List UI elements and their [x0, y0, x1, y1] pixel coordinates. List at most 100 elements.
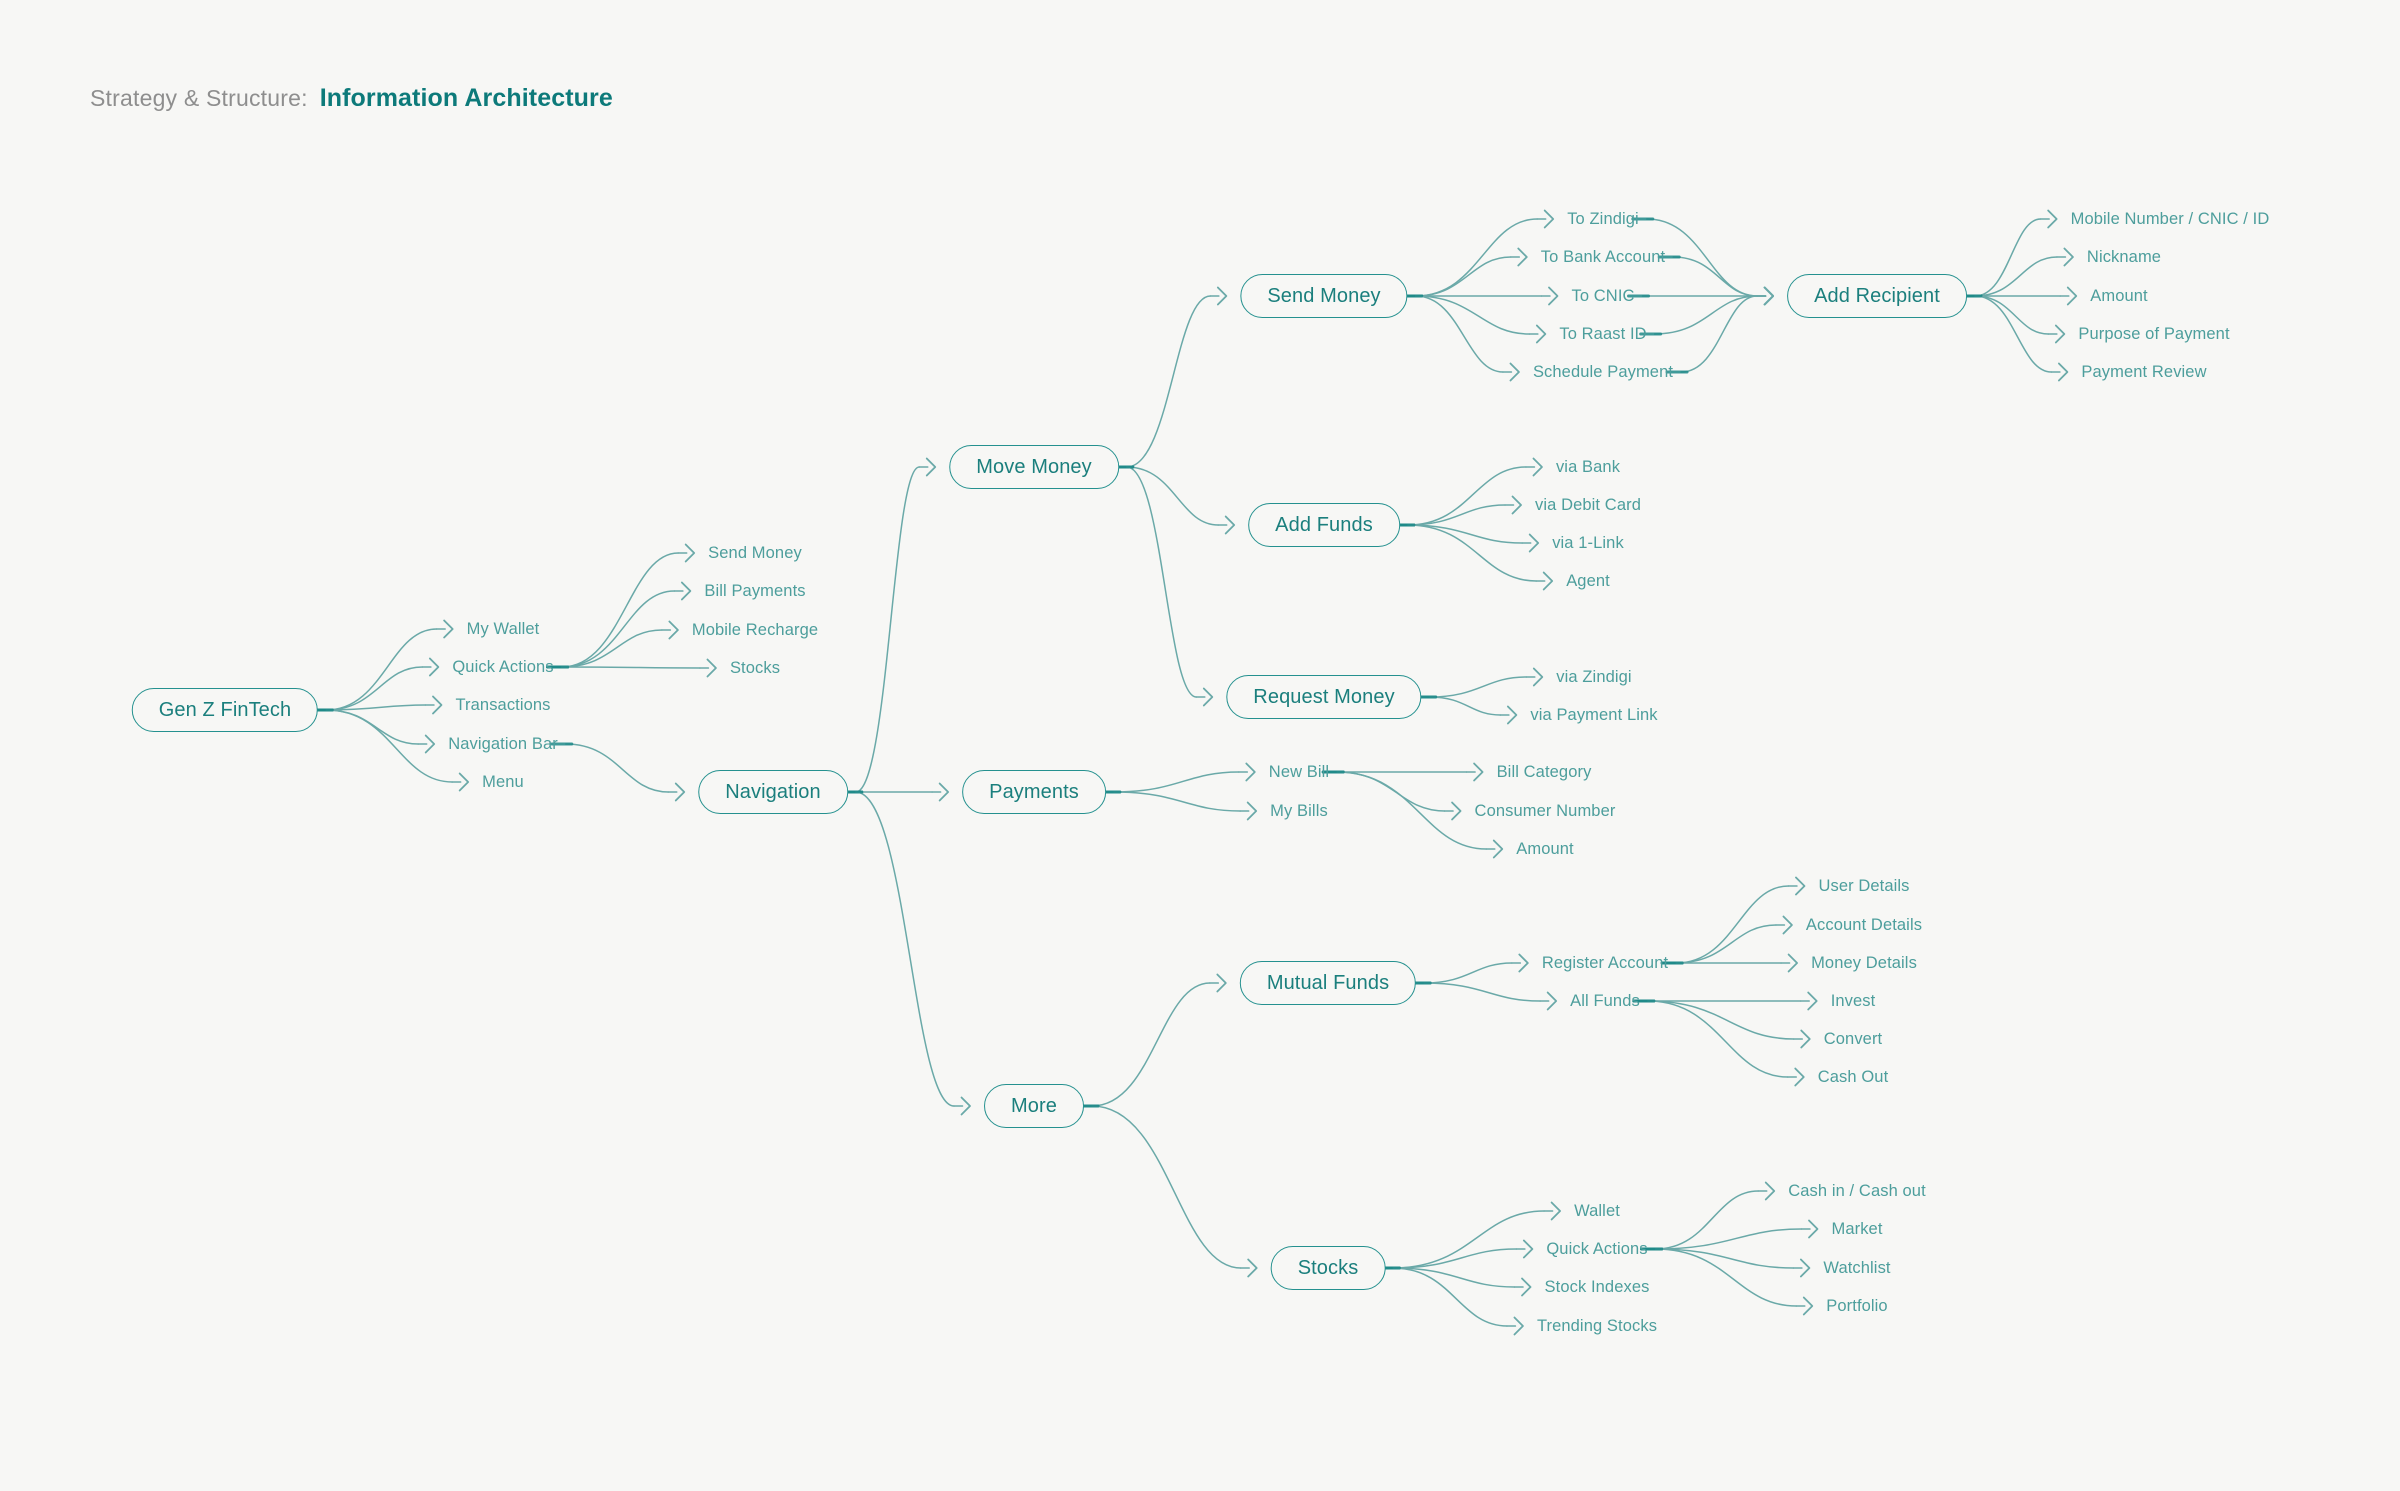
edge-payments-to-new-bill — [1098, 762, 1256, 794]
node-all-funds[interactable]: All Funds — [1570, 991, 1640, 1010]
edge-add-recipient-to-mobile-cnic-id — [1959, 209, 2058, 298]
node-root[interactable]: Gen Z FinTech — [131, 688, 319, 732]
edge-register-account-to-user-details — [1660, 876, 1806, 965]
edge-stocks-to-st-quick-actions — [1377, 1239, 1534, 1270]
edge-stocks-to-st-stock-indexes — [1377, 1266, 1532, 1297]
node-invest[interactable]: Invest — [1830, 991, 1876, 1010]
node-my-bills[interactable]: My Bills — [1270, 801, 1328, 820]
node-consumer-number[interactable]: Consumer Number — [1474, 801, 1616, 820]
node-qa-send-money[interactable]: Send Money — [708, 543, 802, 562]
page-title: Information Architecture — [319, 84, 613, 112]
edge-mutual-funds-to-register-account — [1408, 953, 1529, 985]
node-navigation-bar[interactable]: Navigation Bar — [448, 734, 558, 753]
node-money-details[interactable]: Money Details — [1811, 953, 1917, 972]
node-qa-mobile-recharge[interactable]: Mobile Recharge — [691, 620, 819, 639]
node-to-raast-id[interactable]: To Raast ID — [1559, 324, 1647, 343]
node-navigation[interactable]: Navigation — [698, 770, 848, 814]
node-to-bank-account[interactable]: To Bank Account — [1540, 247, 1666, 266]
node-transactions[interactable]: Transactions — [455, 695, 551, 714]
node-via-bank[interactable]: via Bank — [1555, 457, 1621, 476]
node-st-quick-actions[interactable]: Quick Actions — [1546, 1239, 1648, 1258]
edge-root-to-transactions — [310, 695, 443, 715]
node-convert[interactable]: Convert — [1823, 1029, 1883, 1048]
node-stocks[interactable]: Stocks — [1270, 1246, 1386, 1290]
edge-all-funds-to-invest — [1632, 991, 1818, 1011]
node-via-1-link[interactable]: via 1-Link — [1552, 533, 1624, 552]
node-menu[interactable]: Menu — [482, 772, 524, 791]
node-add-funds[interactable]: Add Funds — [1248, 503, 1400, 547]
node-agent[interactable]: Agent — [1566, 571, 1610, 590]
node-st-trending[interactable]: Trending Stocks — [1536, 1316, 1658, 1335]
node-mobile-cnic-id[interactable]: Mobile Number / CNIC / ID — [2070, 209, 2270, 228]
node-purpose-payment[interactable]: Purpose of Payment — [2078, 324, 2230, 343]
node-st-stock-indexes[interactable]: Stock Indexes — [1544, 1277, 1650, 1296]
edge-more-to-mutual-funds — [1076, 973, 1227, 1108]
edge-st-quick-actions-to-watchlist — [1640, 1247, 1811, 1278]
node-mutual-funds[interactable]: Mutual Funds — [1239, 961, 1417, 1005]
node-qa-stocks[interactable]: Stocks — [729, 658, 781, 677]
node-bill-category[interactable]: Bill Category — [1496, 762, 1592, 781]
node-to-cnic[interactable]: To CNIC — [1571, 286, 1635, 305]
node-add-recipient[interactable]: Add Recipient — [1787, 274, 1967, 318]
edge-root-to-my-wallet — [310, 619, 454, 712]
edge-root-to-quick-actions — [310, 657, 440, 712]
node-send-money[interactable]: Send Money — [1240, 274, 1408, 318]
node-register-account[interactable]: Register Account — [1541, 953, 1669, 972]
node-my-wallet[interactable]: My Wallet — [466, 619, 540, 638]
edge-mutual-funds-to-all-funds — [1408, 981, 1558, 1011]
edge-schedule-payment-to-add-recipient — [1665, 286, 1774, 374]
edge-send-money-to-to-zindigi — [1400, 209, 1555, 298]
node-more[interactable]: More — [984, 1084, 1084, 1128]
node-cash-in-out[interactable]: Cash in / Cash out — [1788, 1181, 1926, 1200]
node-new-bill[interactable]: New Bill — [1268, 762, 1330, 781]
node-portfolio[interactable]: Portfolio — [1826, 1296, 1888, 1315]
edge-navigation-to-payments — [840, 782, 950, 802]
edge-move-money-to-request-money — [1111, 465, 1214, 707]
edge-quick-actions-to-qa-send-money — [546, 543, 696, 669]
edge-add-funds-to-via-1-link — [1392, 523, 1540, 553]
header-kicker: Strategy & Structure: — [90, 85, 308, 111]
edge-send-money-to-to-raast-id — [1400, 294, 1547, 344]
edge-stocks-to-st-trending — [1377, 1266, 1524, 1336]
node-quick-actions[interactable]: Quick Actions — [452, 657, 554, 676]
edge-to-raast-id-to-add-recipient — [1639, 286, 1774, 336]
edge-request-money-to-via-zindigi — [1414, 667, 1544, 699]
node-amount-recipient[interactable]: Amount — [2090, 286, 2148, 305]
edge-quick-actions-to-qa-stocks — [546, 658, 717, 678]
edge-send-money-to-to-cnic — [1400, 286, 1559, 306]
node-via-debit-card[interactable]: via Debit Card — [1535, 495, 1641, 514]
edge-add-funds-to-agent — [1392, 523, 1554, 591]
node-market[interactable]: Market — [1831, 1219, 1883, 1238]
node-payments[interactable]: Payments — [962, 770, 1106, 814]
edge-root-to-navigation-bar — [310, 708, 436, 754]
node-via-payment-link[interactable]: via Payment Link — [1530, 705, 1658, 724]
edge-add-recipient-to-purpose-payment — [1959, 294, 2066, 344]
edge-new-bill-to-consumer-number — [1321, 770, 1462, 821]
node-payment-review[interactable]: Payment Review — [2081, 362, 2207, 381]
edge-register-account-to-account-details — [1660, 915, 1793, 965]
node-st-wallet[interactable]: Wallet — [1574, 1201, 1620, 1220]
node-cash-out[interactable]: Cash Out — [1817, 1067, 1889, 1086]
node-watchlist[interactable]: Watchlist — [1823, 1258, 1891, 1277]
edge-add-recipient-to-amount-recipient — [1959, 286, 2078, 306]
node-to-zindigi[interactable]: To Zindigi — [1567, 209, 1639, 228]
edge-st-quick-actions-to-cash-in-out — [1640, 1181, 1776, 1251]
node-user-details[interactable]: User Details — [1818, 876, 1910, 895]
node-qa-bill-payments[interactable]: Bill Payments — [704, 581, 806, 600]
edge-send-money-to-to-bank-account — [1400, 247, 1528, 298]
edge-request-money-to-via-payment-link — [1414, 695, 1518, 725]
node-account-details[interactable]: Account Details — [1805, 915, 1923, 934]
node-nickname[interactable]: Nickname — [2086, 247, 2162, 266]
node-request-money[interactable]: Request Money — [1226, 675, 1422, 719]
node-via-zindigi[interactable]: via Zindigi — [1556, 667, 1632, 686]
edge-payments-to-my-bills — [1098, 790, 1258, 821]
node-amount-bill[interactable]: Amount — [1516, 839, 1574, 858]
node-schedule-payment[interactable]: Schedule Payment — [1532, 362, 1674, 381]
node-move-money[interactable]: Move Money — [949, 445, 1119, 489]
edge-send-money-to-schedule-payment — [1400, 294, 1520, 382]
edge-st-quick-actions-to-market — [1640, 1219, 1819, 1251]
edge-quick-actions-to-qa-mobile-recharge — [546, 620, 679, 669]
edge-to-cnic-to-add-recipient — [1627, 286, 1774, 306]
